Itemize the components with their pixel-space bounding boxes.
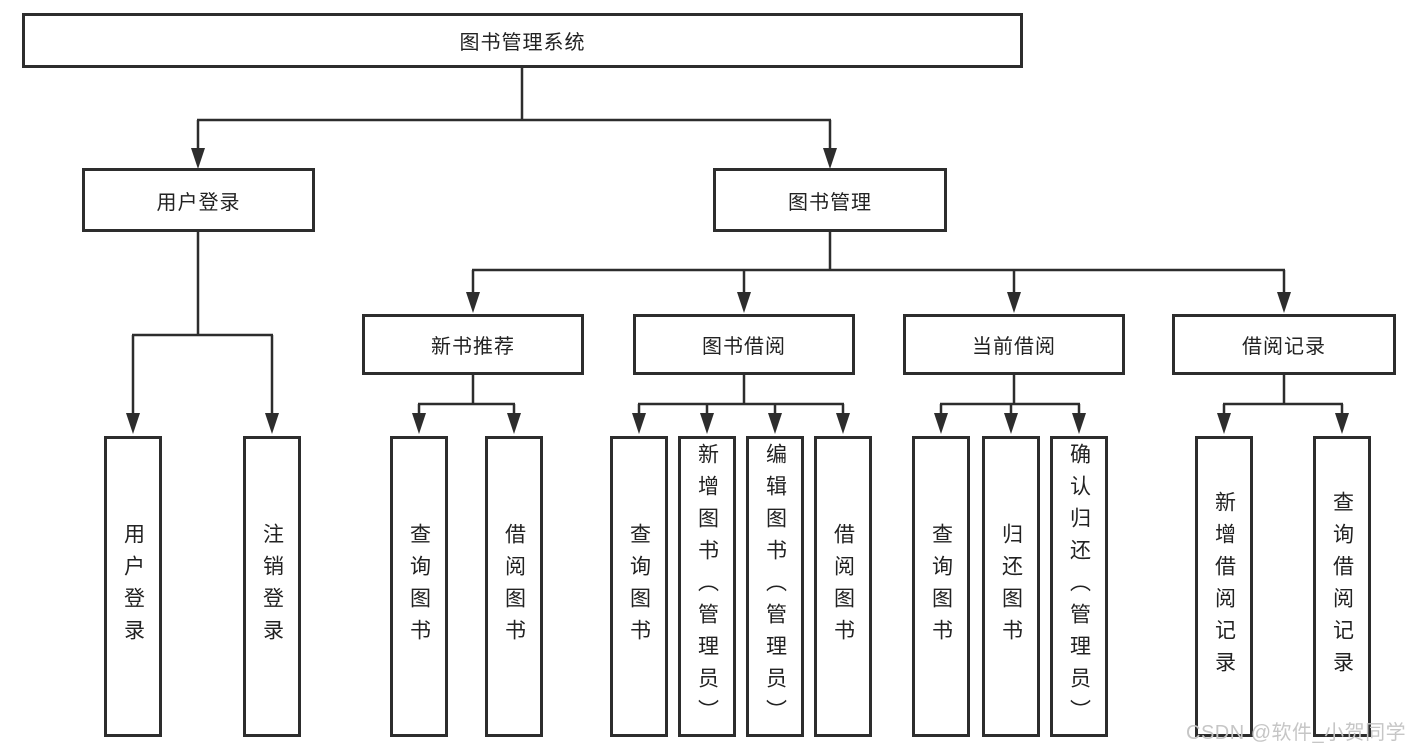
leaf-query-books-current: 查询图书: [912, 436, 970, 737]
watermark: CSDN @软件_小贺同学: [1186, 722, 1405, 744]
node-label: 图书管理: [788, 191, 872, 214]
node-label: 查询借阅记录: [1330, 490, 1354, 683]
leaf-borrow-books-recommend: 借阅图书: [485, 436, 543, 737]
node-label: 新增借阅记录: [1212, 490, 1236, 683]
leaf-add-books-admin: 新增图书（管理员）: [678, 436, 736, 737]
node-label: 借阅图书: [502, 522, 526, 651]
leaf-query-books-recommend: 查询图书: [390, 436, 448, 737]
node-label: 查询图书: [929, 522, 953, 651]
leaf-query-borrow-record: 查询借阅记录: [1313, 436, 1371, 737]
node-label: 借阅记录: [1242, 336, 1326, 358]
node-label: 用户登录: [156, 191, 241, 214]
leaf-query-books-borrowing: 查询图书: [610, 436, 668, 737]
node-new-book-recommendation: 新书推荐: [362, 314, 584, 375]
leaf-user-login: 用户登录: [104, 436, 162, 737]
node-label: 新书推荐: [431, 336, 515, 358]
node-label: 查询图书: [407, 522, 431, 651]
node-label: 用户登录: [121, 522, 145, 651]
node-label: 新增图书（管理员）: [695, 442, 719, 731]
node-label: 编辑图书（管理员）: [763, 442, 787, 731]
node-book-management: 图书管理: [713, 168, 947, 232]
node-label: 当前借阅: [972, 336, 1056, 358]
leaf-return-books: 归还图书: [982, 436, 1040, 737]
node-user-login: 用户登录: [82, 168, 315, 232]
node-library-management-system: 图书管理系统: [22, 13, 1023, 68]
node-label: 图书管理系统: [459, 32, 586, 54]
node-label: 注销登录: [260, 522, 284, 651]
leaf-edit-books-admin: 编辑图书（管理员）: [746, 436, 804, 737]
leaf-confirm-return-admin: 确认归还（管理员）: [1050, 436, 1108, 737]
node-borrowing-records: 借阅记录: [1172, 314, 1396, 375]
node-current-borrowing: 当前借阅: [903, 314, 1125, 375]
leaf-logout: 注销登录: [243, 436, 301, 737]
node-label: 归还图书: [999, 522, 1023, 651]
leaf-add-borrow-record: 新增借阅记录: [1195, 436, 1253, 737]
node-label: 图书借阅: [702, 336, 786, 358]
node-book-borrowing: 图书借阅: [633, 314, 855, 375]
node-label: 查询图书: [627, 522, 651, 651]
node-label: 确认归还（管理员）: [1067, 442, 1091, 731]
node-label: 借阅图书: [831, 522, 855, 651]
leaf-borrow-books-borrowing: 借阅图书: [814, 436, 872, 737]
